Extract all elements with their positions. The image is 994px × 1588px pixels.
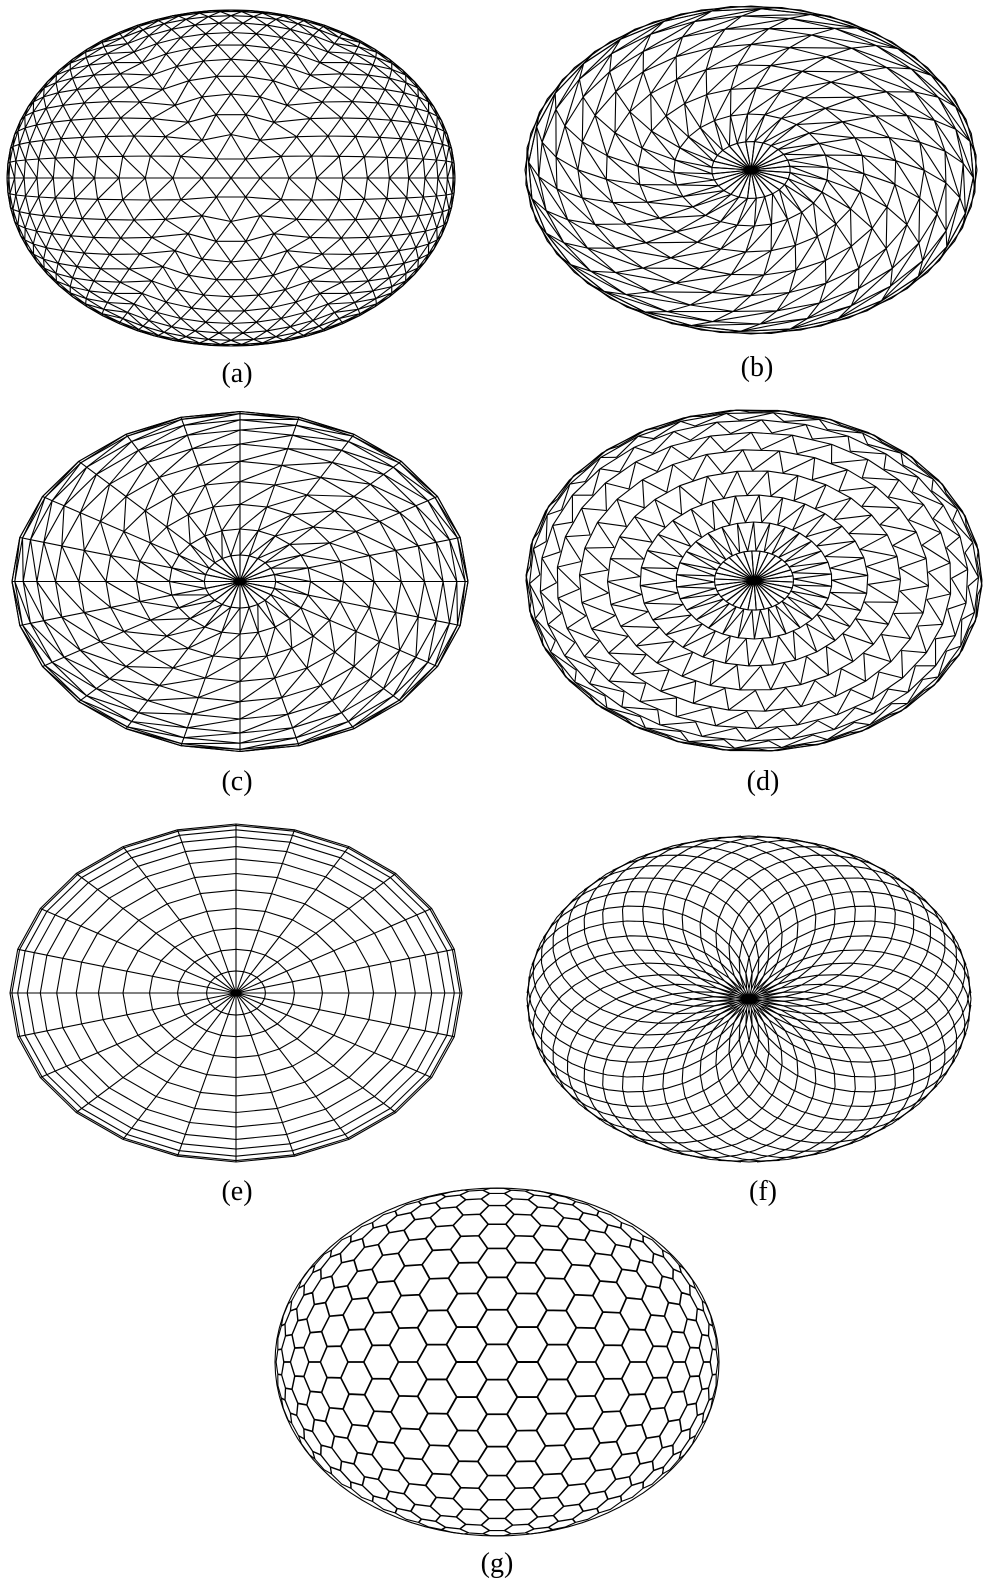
dome-d-rotated-ring-triangulated [525,409,983,752]
dome-rim [11,410,469,753]
dome-e-ribbed-quadrilateral [9,823,463,1163]
caption-g: (g) [480,1548,514,1579]
caption-d: (d) [746,766,780,797]
caption-a: (a) [221,358,253,389]
dome-rim [274,1187,720,1537]
dome-a-struts [7,9,455,347]
dome-rim [526,835,972,1163]
caption-b: (b) [740,352,774,383]
dome-rim [6,9,456,347]
dome-c-rings [11,410,469,753]
caption-e: (e) [221,1176,253,1207]
dome-e-meridians [10,824,462,1162]
dome-rim [525,409,983,752]
dome-c-diagonals [11,410,469,753]
dome-b-spiral-triangulated [524,5,978,335]
dome-f-lamella-diamond [526,835,972,1163]
dome-c-ribbed-triangulated [11,410,469,753]
caption-c: (c) [221,766,253,797]
dome-rim [524,5,978,335]
dome-f-apex [735,988,763,1010]
dome-f-lamella-right [526,835,972,1163]
dome-b-diagonals [525,6,977,334]
caption-f: (f) [749,1176,777,1207]
dome-f-lamella-left [526,835,972,1163]
dome-g-cells [275,1187,719,1537]
dome-d-diagonals [525,409,983,752]
dome-a-geodesic-triangulated [6,9,456,347]
dome-g-hexagonal [274,1187,720,1537]
